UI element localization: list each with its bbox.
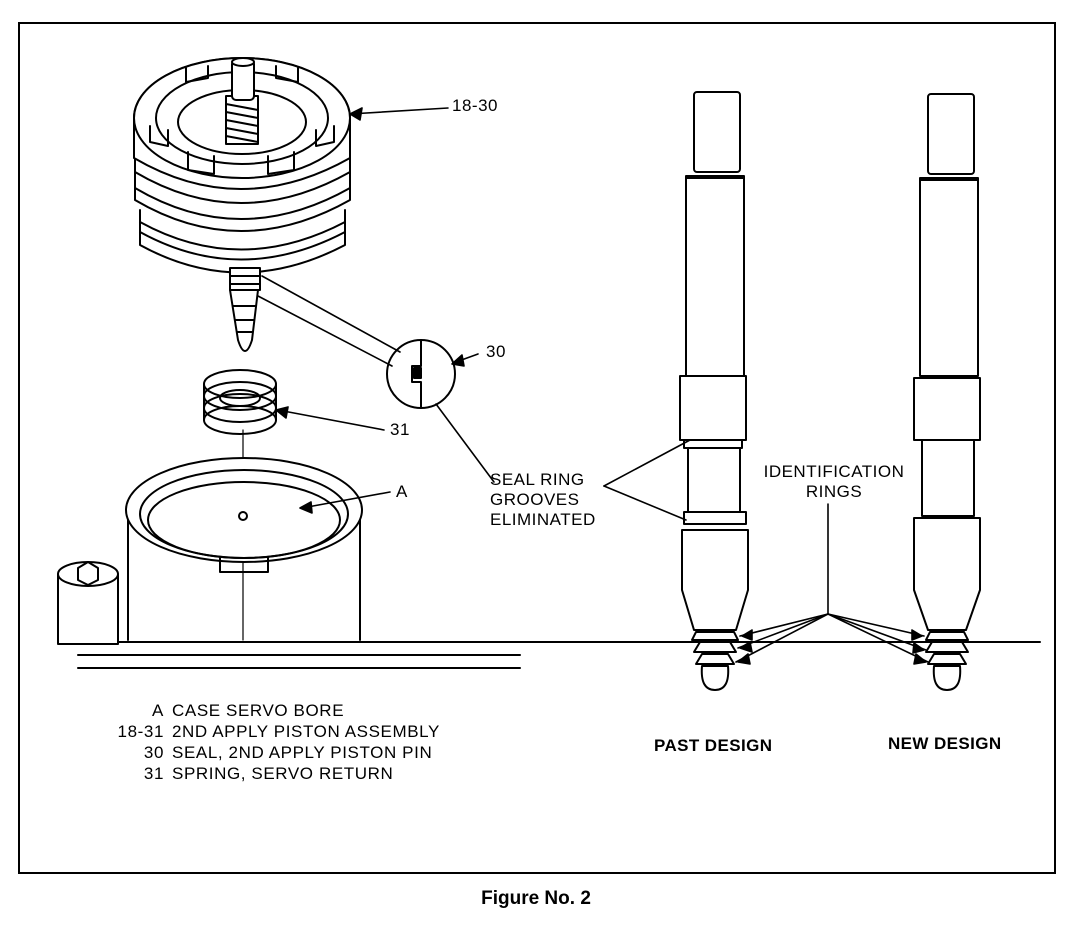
identification-rings-label: IDENTIFICATION RINGS: [763, 462, 905, 501]
figure-frame: [18, 22, 1056, 874]
callout-a: A: [396, 482, 408, 501]
seal-ring-grooves-label: SEAL RING GROOVES ELIMINATED: [490, 470, 596, 529]
past-design-label: PAST DESIGN: [654, 736, 773, 755]
figure-caption: Figure No. 2: [481, 888, 591, 909]
leader-lines: [257, 107, 929, 665]
piston-assembly: [133, 57, 351, 352]
callout-30: 30: [486, 342, 506, 361]
past-design-shaft: [679, 91, 749, 691]
callout-31: 31: [390, 420, 410, 439]
seal-detail-circle: [386, 339, 456, 409]
servo-return-spring: [203, 369, 277, 435]
new-design-shaft: [913, 93, 981, 691]
callout-18-30: 18-30: [452, 96, 498, 115]
case-servo-bore: [57, 457, 1041, 669]
new-design-label: NEW DESIGN: [888, 734, 1002, 753]
